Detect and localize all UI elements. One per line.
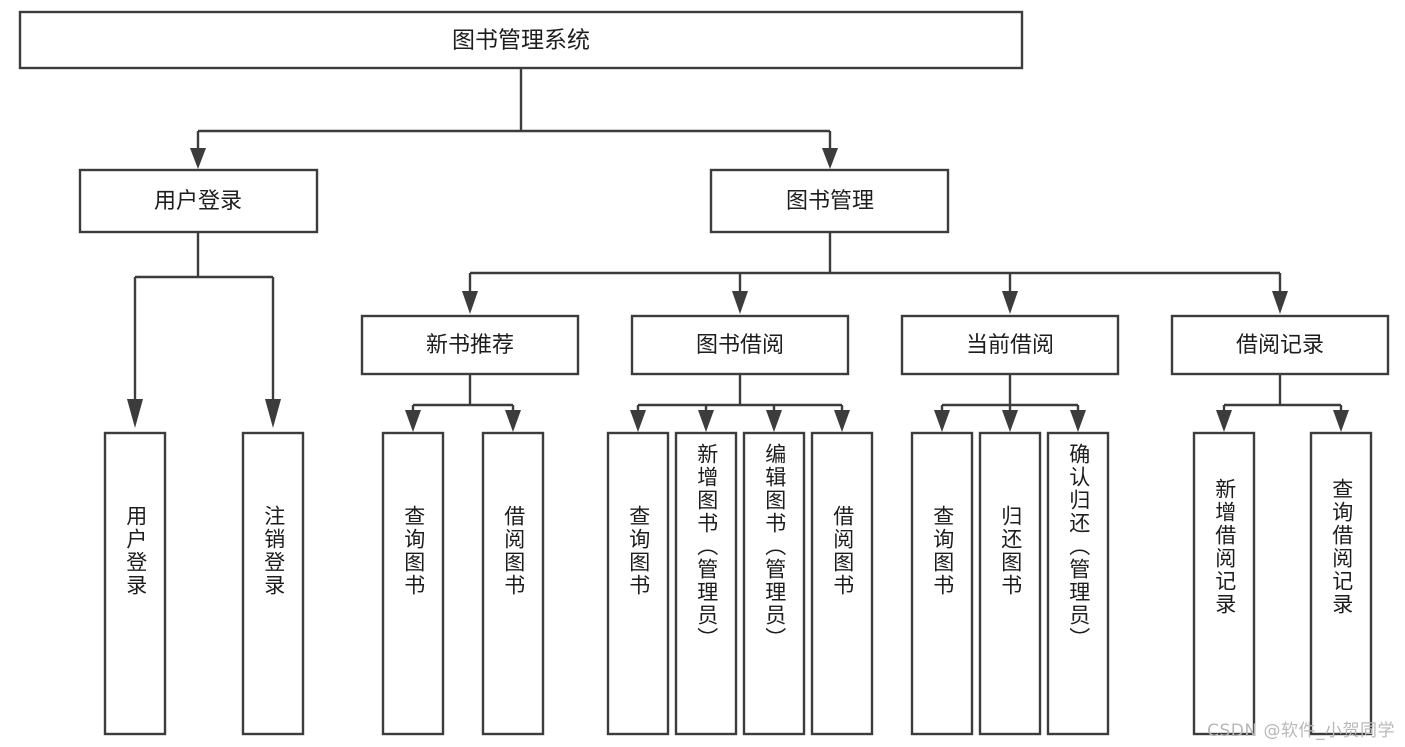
node-user-login[interactable]: 用户登录 — [78, 168, 319, 234]
current-borrow-box[interactable] — [900, 314, 1120, 376]
arrowhead-cb-return-book — [1002, 410, 1018, 432]
borrow-record-label: 借阅记录 — [1236, 333, 1324, 358]
connector-group-new-book — [405, 374, 521, 432]
book-manage-label: 图书管理 — [786, 189, 874, 214]
arrowhead-book-borrow — [732, 291, 748, 314]
arrowhead-leaf-logout — [265, 399, 281, 428]
current-borrow-label: 当前借阅 — [966, 333, 1054, 358]
connector-group-root — [190, 68, 838, 169]
arrowhead-user-login — [190, 148, 206, 169]
node-current-borrow[interactable]: 当前借阅 — [900, 314, 1120, 376]
connector-group-user-login — [127, 232, 281, 428]
arrowhead-br-query-record — [1333, 410, 1349, 432]
connector-group-borrow-record — [1216, 374, 1349, 432]
leaf-boxes — [103, 431, 1373, 736]
arrowhead-nb-borrow-book — [505, 410, 521, 432]
book-borrow-label: 图书借阅 — [696, 333, 784, 358]
arrowhead-borrow-record — [1272, 291, 1288, 314]
leaf-box-br-add-record[interactable] — [1192, 431, 1256, 736]
arrowhead-current-borrow — [1002, 291, 1018, 314]
node-book-borrow[interactable]: 图书借阅 — [630, 314, 850, 376]
arrowhead-bb-borrow-book — [834, 410, 850, 432]
new-book-recommend-box[interactable] — [360, 314, 580, 376]
root-box[interactable] — [18, 10, 1024, 70]
leaf-box-br-query-record[interactable] — [1309, 431, 1373, 736]
leaf-box-bb-add-book[interactable] — [674, 431, 738, 736]
book-manage-box[interactable] — [709, 168, 950, 234]
arrowhead-leaf-user-login — [127, 399, 143, 428]
arrowhead-new-book — [462, 291, 478, 314]
root-label: 图书管理系统 — [452, 28, 590, 54]
leaf-box-user-login[interactable] — [103, 431, 167, 736]
arrowhead-bb-add-book — [698, 410, 714, 432]
arrowhead-bb-query-book — [630, 410, 646, 432]
node-borrow-record[interactable]: 借阅记录 — [1170, 314, 1390, 376]
book-borrow-box[interactable] — [630, 314, 850, 376]
new-book-recommend-label: 新书推荐 — [426, 333, 514, 358]
leaf-box-bb-query-book[interactable] — [606, 431, 670, 736]
borrow-record-box[interactable] — [1170, 314, 1390, 376]
user-login-label: 用户登录 — [154, 189, 242, 214]
user-login-box[interactable] — [78, 168, 319, 234]
leaf-box-nb-borrow-book[interactable] — [481, 431, 545, 736]
arrowhead-bb-edit-book — [766, 410, 782, 432]
connector-group-book-manage — [462, 232, 1288, 314]
leaf-box-cb-return-book[interactable] — [978, 431, 1042, 736]
leaf-box-cb-confirm-return[interactable] — [1046, 431, 1110, 736]
connector-group-current-borrow — [934, 374, 1086, 432]
arrowhead-book-manage — [822, 148, 838, 169]
leaf-box-nb-query-book[interactable] — [381, 431, 445, 736]
watermark-text: CSDN @软件_小贺同学 — [1207, 721, 1395, 741]
arrowhead-br-add-record — [1216, 410, 1232, 432]
node-book-manage[interactable]: 图书管理 — [709, 168, 950, 234]
node-root[interactable]: 图书管理系统 — [18, 10, 1024, 70]
leaf-box-bb-edit-book[interactable] — [742, 431, 806, 736]
node-new-book-recommend[interactable]: 新书推荐 — [360, 314, 580, 376]
arrowhead-cb-query-book — [934, 410, 950, 432]
arrowhead-cb-confirm-return — [1070, 410, 1086, 432]
leaf-box-logout[interactable] — [241, 431, 305, 736]
arrowhead-nb-query-book — [405, 410, 421, 432]
leaf-box-bb-borrow-book[interactable] — [810, 431, 874, 736]
leaf-box-cb-query-book[interactable] — [910, 431, 974, 736]
connector-group-book-borrow — [630, 374, 850, 432]
